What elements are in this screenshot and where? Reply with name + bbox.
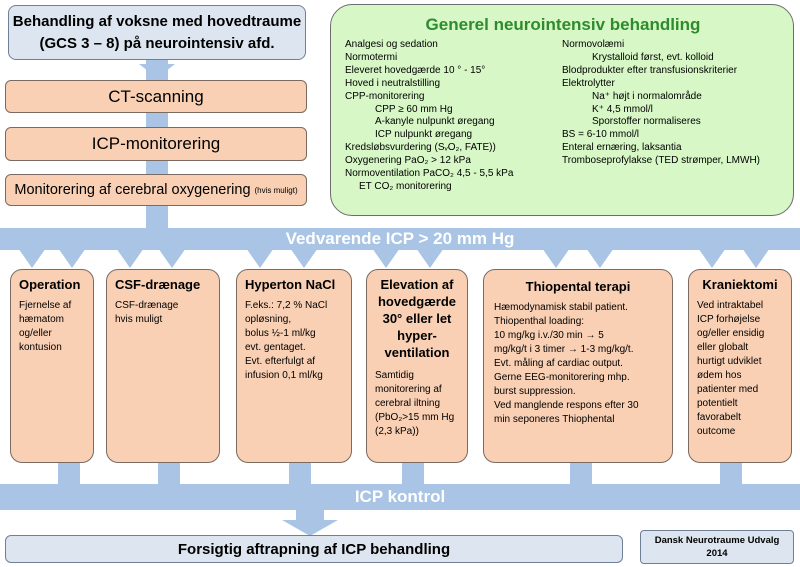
general-treatment-box: Generel neurointensiv behandling Analges… (330, 4, 794, 216)
card-nacl-body: F.eks.: 7,2 % NaCl opløsning, bolus ½-1 … (245, 300, 328, 381)
card-craniectomy-title: Kraniektomi (702, 277, 778, 292)
top-title-box: Behandling af voksne med hovedtraume (GC… (8, 5, 306, 60)
arrowhead-to-final (282, 520, 338, 536)
right-item: Sporstoffer normaliseres (592, 116, 701, 128)
right-item: Elektrolytter (562, 77, 615, 89)
left-item: Hoved i neutralstilling (345, 77, 441, 89)
card-thiopental-body: Hæmodynamisk stabil patient. Thiopenthal… (494, 302, 639, 425)
card-thiopental: Thiopental terapi Hæmodynamisk stabil pa… (483, 269, 673, 463)
band1-arrowhead-10 (586, 248, 614, 268)
right-item: Normovolæmi (562, 39, 625, 50)
left-item: ET CO₂ monitorering (359, 180, 452, 192)
left-item: A-kanyle nulpunkt øregang (375, 116, 495, 128)
band1-arrowhead-12 (742, 248, 770, 268)
right-item: Krystalloid først, evt. kolloid (592, 51, 714, 63)
final-tapering-label: Forsigtig aftrapning af ICP behandling (177, 540, 451, 558)
step-ct-scanning: CT-scanning (5, 80, 307, 113)
card-csf-title: CSF-drænage (115, 277, 201, 292)
band1-arrowhead-3 (116, 248, 144, 268)
left-item: Eleveret hovedgærde 10 ° - 15° (345, 64, 486, 76)
right-item: Blodprodukter efter transfusionskriterie… (562, 64, 738, 76)
left-item: CPP ≥ 60 mm Hg (375, 103, 453, 115)
arrow-ct-to-icp (146, 112, 168, 130)
left-item: Normotermi (345, 51, 398, 63)
band-icp-control-label: ICP kontrol (354, 487, 446, 506)
band1-arrowhead-7 (372, 248, 400, 268)
card-elevation-body: Samtidig monitorering af cerebral iltnin… (375, 370, 455, 437)
card-head-elevation: Elevation af hovedgærde 30° eller let hy… (366, 269, 468, 463)
card-nacl-title: Hyperton NaCl (245, 277, 336, 292)
left-item: Oxygenering PaO₂ > 12 kPa (345, 155, 471, 167)
band-persistent-icp-label: Vedvarende ICP > 20 mm Hg (285, 229, 515, 248)
band1-arrowhead-5 (246, 248, 274, 268)
left-item: Analgesi og sedation (345, 39, 438, 50)
conn-card2 (158, 462, 180, 486)
right-item: Tromboseprofylakse (TED strømper, LMWH) (562, 155, 760, 167)
top-title-line1: Behandling af voksne med hovedtraume (12, 12, 302, 30)
band1-arrowhead-4 (158, 248, 186, 268)
conn-card3 (289, 462, 311, 486)
credit-line2: 2014 (706, 548, 728, 559)
step-icp-label: ICP-monitorering (91, 134, 221, 153)
step-oxy-note: (hvis muligt) (254, 185, 298, 195)
left-item: CPP-monitorering (345, 90, 425, 102)
left-item: ICP nulpunkt øregang (375, 129, 473, 141)
band1-arrowhead-6 (290, 248, 318, 268)
right-item: BS = 6-10 mmol/l (562, 129, 639, 141)
right-item: Na⁺ højt i normalområde (592, 90, 702, 102)
card-csf-body: CSF-drænage hvis muligt (115, 300, 179, 325)
conn-card5 (570, 462, 592, 486)
card-craniectomy: Kraniektomi Ved intraktabel ICP forhøjel… (688, 269, 792, 463)
arrow-oxy-to-band (146, 205, 168, 229)
conn-card1 (58, 462, 80, 486)
left-item: Normoventilation PaCO₂ 4,5 - 5,5 kPa (345, 168, 514, 180)
arrowhead-top-to-ct (139, 64, 175, 78)
card-operation-body: Fjernelse af hæmatom og/eller kontusion (19, 300, 72, 353)
band1-arrowhead-9 (542, 248, 570, 268)
card-csf-drainage: CSF-drænage CSF-drænage hvis muligt (106, 269, 220, 463)
step-icp-monitoring: ICP-monitorering (5, 127, 307, 161)
credit-box: Dansk Neurotraume Udvalg 2014 (640, 530, 794, 564)
right-item: K⁺ 4,5 mmol/l (592, 103, 653, 115)
step-ct-label: CT-scanning (108, 86, 204, 106)
conn-card4 (402, 462, 424, 486)
card-craniectomy-body: Ved intraktabel ICP forhøjelse og/eller … (697, 300, 765, 437)
card-operation-title: Operation (19, 277, 81, 292)
card-operation: Operation Fjernelse af hæmatom og/eller … (10, 269, 94, 463)
card-elevation-title: Elevation af hovedgærde 30° eller let hy… (377, 277, 456, 360)
band1-arrowhead-11 (698, 248, 726, 268)
band1-arrowhead-1 (18, 248, 46, 268)
band-icp-control: ICP kontrol (0, 484, 800, 510)
credit-line1: Dansk Neurotraume Udvalg (654, 535, 780, 546)
band1-arrowhead-2 (58, 248, 86, 268)
general-treatment-title: Generel neurointensiv behandling (425, 15, 701, 34)
card-hypertonic-nacl: Hyperton NaCl F.eks.: 7,2 % NaCl opløsni… (236, 269, 352, 463)
final-tapering-box: Forsigtig aftrapning af ICP behandling (5, 535, 623, 563)
band1-shape (0, 228, 800, 250)
band2-shape (0, 484, 800, 510)
band-persistent-icp: Vedvarende ICP > 20 mm Hg (0, 228, 800, 250)
step-cerebral-oxygenation: Monitorering af cerebral oxygenering (hv… (5, 174, 307, 206)
left-item: Kredsløbsvurdering (SᵥO₂, FATE)) (345, 142, 496, 154)
arrow-icp-to-oxy (146, 160, 168, 174)
step-oxy-label: Monitorering af cerebral oxygenering (14, 182, 251, 198)
band1-arrowhead-8 (416, 248, 444, 268)
card-thiopental-title: Thiopental terapi (525, 279, 631, 294)
right-item: Enteral ernæring, laksantia (562, 142, 682, 154)
conn-card6 (720, 462, 742, 486)
top-title-line2: (GCS 3 – 8) på neurointensiv afd. (39, 34, 275, 52)
